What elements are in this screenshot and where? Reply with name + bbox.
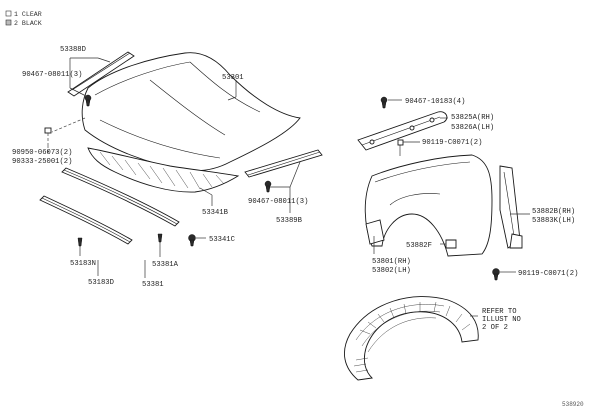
leader <box>227 96 237 101</box>
label-53341B: 53341B <box>202 209 229 217</box>
leader <box>289 161 301 188</box>
legend-item-2: 2 BLACK <box>14 20 42 27</box>
hood-insulator <box>87 147 240 193</box>
legend-swatch-2 <box>5 19 12 26</box>
label-53381: 53381 <box>142 281 164 289</box>
legend-item-1: 1 CLEAR <box>14 11 42 18</box>
leader <box>69 87 87 97</box>
seal-53381 <box>61 167 180 243</box>
label-53183D: 53183D <box>88 279 114 287</box>
label-90119-C0071-b: 90119-C0071(2) <box>518 270 578 278</box>
label-53882B: 53882B(RH) <box>532 208 575 216</box>
label-53389B: 53389B <box>276 217 303 225</box>
label-53183N: 53183N <box>70 260 96 268</box>
label-90333: 90333-25001(2) <box>12 158 72 166</box>
part-labels: 53388D 90467-08011(3) 53301 90950-06073(… <box>12 46 584 408</box>
fender-bracket <box>365 219 385 245</box>
label-53341C: 53341C <box>209 236 236 244</box>
clip-90467-10183 <box>380 96 388 109</box>
weatherstrip-53388D <box>67 51 135 107</box>
label-53825A: 53825A(RH) <box>451 114 494 122</box>
legend-swatch-1 <box>5 10 12 17</box>
label-53883K: 53883K(LH) <box>532 217 575 225</box>
leader <box>199 187 213 196</box>
clip-90950 <box>44 127 52 145</box>
leader <box>97 57 111 63</box>
footer-code: 538920 <box>562 401 584 408</box>
label-90119-C0071-a: 90119-C0071(2) <box>422 139 482 147</box>
label-53882F: 53882F <box>406 242 432 250</box>
seal-53882F <box>445 239 457 249</box>
label-53801: 53801(RH) <box>372 258 411 266</box>
legend: 1 CLEAR 2 BLACK <box>5 10 42 27</box>
bolt-90119-top <box>397 139 404 156</box>
seal-53882B <box>499 165 523 249</box>
refer-line-1: REFER TO <box>482 308 517 316</box>
fender-protector-53825A <box>357 111 448 151</box>
bolt-53341C <box>188 234 196 247</box>
refer-line-3: 2 OF 2 <box>482 324 508 332</box>
refer-line-2: ILLUST NO <box>482 316 521 324</box>
label-53388D: 53388D <box>60 46 86 54</box>
label-53826A: 53826A(LH) <box>451 124 494 132</box>
seal-53183 <box>39 195 133 247</box>
label-90467-10183: 90467-10183(4) <box>405 98 465 106</box>
hood-panel <box>81 52 301 172</box>
label-53802: 53802(LH) <box>372 267 411 275</box>
label-90467-08011-b: 90467-08011(3) <box>248 198 308 206</box>
label-90467-08011-a: 90467-08011(3) <box>22 71 82 79</box>
bolt-90119-bottom <box>492 268 500 281</box>
leader <box>51 117 86 133</box>
clip-icon <box>157 233 163 243</box>
label-53301: 53301 <box>222 74 244 82</box>
fender-liner <box>343 296 479 381</box>
label-90950: 90950-06073(2) <box>12 149 72 157</box>
label-53381A: 53381A <box>152 261 179 269</box>
weatherstrip-53389B <box>244 149 323 193</box>
fender-panel <box>364 154 493 257</box>
clip-icon <box>77 237 83 247</box>
